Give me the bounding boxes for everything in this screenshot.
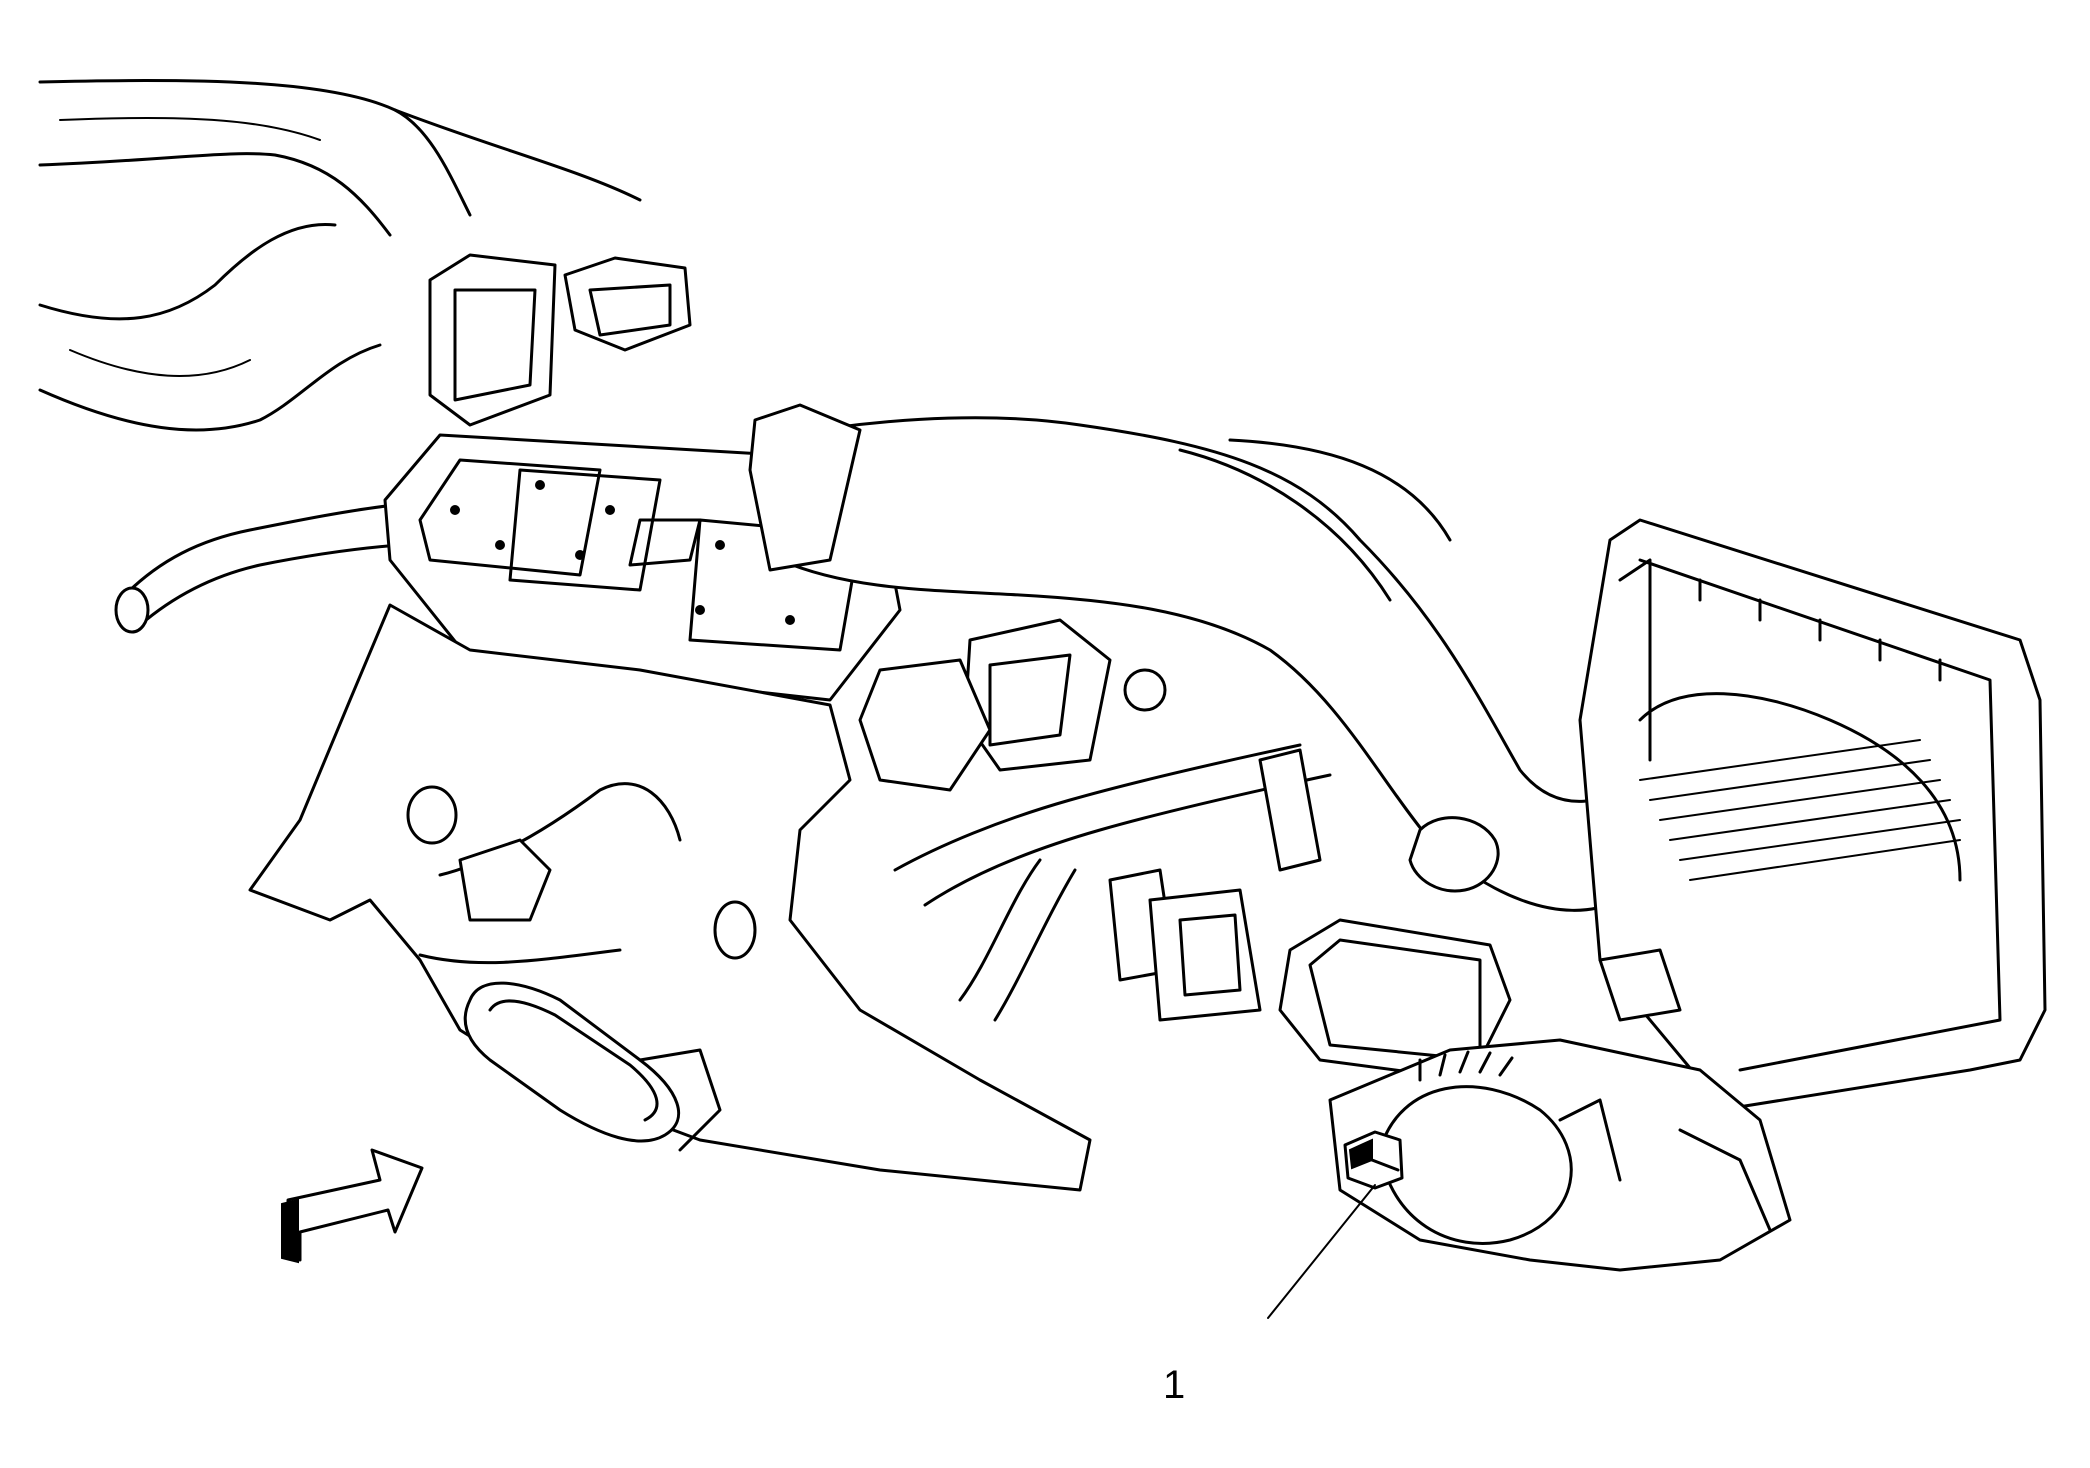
- view-direction-arrow: [281, 1148, 424, 1264]
- callout-label-1: 1: [1163, 1363, 1185, 1407]
- blower-motor: [1328, 948, 1792, 1272]
- blower-motor-connector: [1343, 1130, 1404, 1190]
- air-inlet-box: [1578, 518, 2047, 1112]
- leader-line: [1267, 1184, 1376, 1319]
- drain-hose: [114, 503, 402, 634]
- actuators-center: [858, 618, 1332, 1022]
- side-outlet: [1278, 816, 1512, 1082]
- duct-outlets: [428, 253, 692, 427]
- lower-left-housing: [248, 603, 1092, 1192]
- callout-1: 1: [1163, 1184, 1376, 1407]
- lower-outlet: [463, 981, 722, 1152]
- upper-air-ducts: [38, 78, 642, 432]
- center-duct: [748, 403, 1642, 912]
